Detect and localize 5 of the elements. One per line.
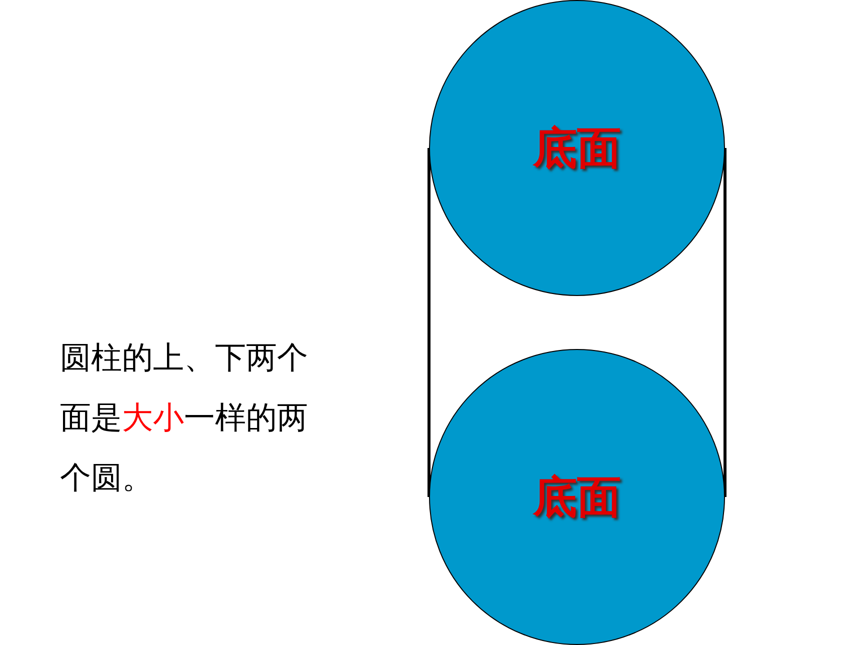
cylinder-side-line (428, 148, 430, 497)
cylinder-side-line (724, 148, 726, 497)
description-text: 圆柱的上、下两个面是大小一样的两个圆。 (60, 339, 309, 498)
circle-face: 底面 (429, 349, 725, 645)
circle-face: 底面 (429, 0, 725, 296)
